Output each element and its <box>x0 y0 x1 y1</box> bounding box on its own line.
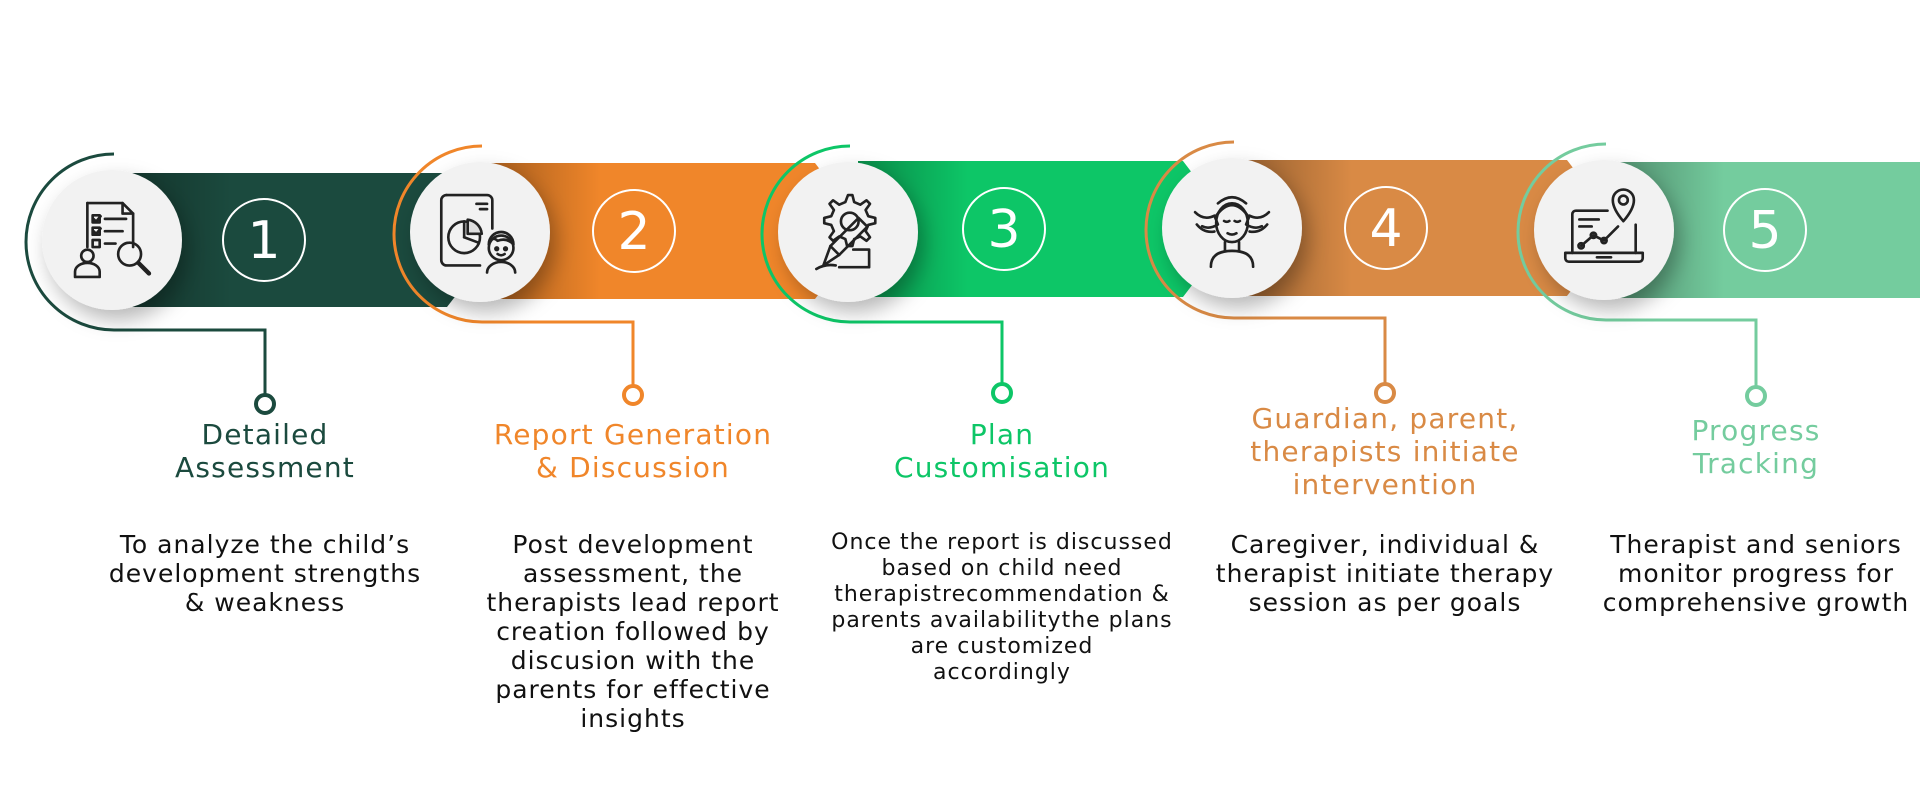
step-connector-1 <box>24 152 267 394</box>
step-number-3: 3 <box>987 200 1020 260</box>
step-title-3: Plan Customisation <box>893 418 1111 484</box>
step-2: 2 <box>392 144 867 406</box>
step-connector-5 <box>1516 142 1758 386</box>
step-title-4: Guardian, parent, therapists initiate in… <box>1250 402 1520 501</box>
step-number-2: 2 <box>617 202 650 262</box>
step-number-1: 1 <box>247 211 280 271</box>
number-ring-2 <box>592 189 676 273</box>
steps-layer: 1 2 3 4 5 <box>24 140 1920 415</box>
connector-dot-4 <box>1374 382 1396 404</box>
step-title-1: Detailed Assessment <box>175 418 355 484</box>
connector-dot-1 <box>254 393 276 415</box>
step-connector-3 <box>760 144 1004 383</box>
step-connector-2 <box>392 144 635 385</box>
step-1: 1 <box>24 152 499 415</box>
step-description-3: Once the report is discussed based on ch… <box>831 530 1173 685</box>
icon-circle-3 <box>778 162 918 302</box>
number-ring-1 <box>222 198 306 282</box>
step-description-5: Therapist and seniors monitor progress f… <box>1602 530 1910 617</box>
icon-circle-1 <box>42 170 182 310</box>
step-connector-4 <box>1144 140 1387 383</box>
step-title-5: Progress Tracking <box>1691 414 1821 480</box>
connector-dot-5 <box>1745 385 1767 407</box>
icon-circle-4 <box>1162 158 1302 298</box>
step-number-4: 4 <box>1369 199 1402 259</box>
step-5: 5 <box>1516 142 1920 407</box>
number-ring-4 <box>1344 186 1428 270</box>
number-ring-3 <box>962 187 1046 271</box>
step-description-2: Post development assessment, the therapi… <box>486 530 780 733</box>
connector-dot-2 <box>622 384 644 406</box>
step-3: 3 <box>760 144 1235 404</box>
step-title-2: Report Generation & Discussion <box>493 418 773 484</box>
connector-dot-3 <box>991 382 1013 404</box>
step-description-1: To analyze the child’s development stren… <box>108 530 422 617</box>
icon-circle-5 <box>1534 160 1674 300</box>
number-ring-5 <box>1723 188 1807 272</box>
step-number-5: 5 <box>1748 201 1781 261</box>
step-description-4: Caregiver, individual & therapist initia… <box>1215 530 1555 617</box>
